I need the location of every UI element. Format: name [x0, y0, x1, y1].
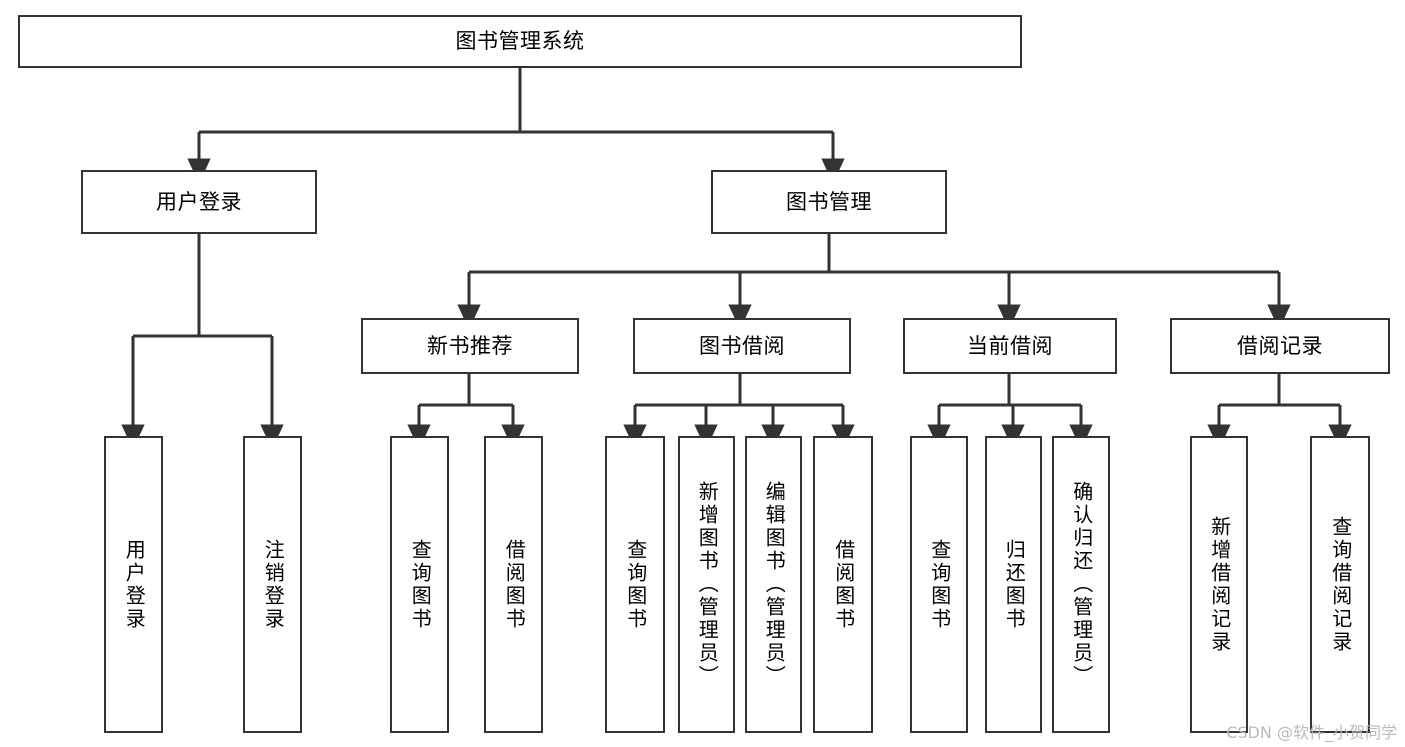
leaf-records-query-record-label: 查询借阅记录	[1328, 515, 1353, 654]
leaf-user-login-login[interactable]: 用户登录	[104, 436, 163, 733]
leaf-new-book-query-label: 查询图书	[408, 538, 433, 631]
leaf-records-add-record[interactable]: 新增借阅记录	[1190, 436, 1248, 733]
leaf-current-confirm-return[interactable]: 确认归还（管理员）	[1052, 436, 1110, 733]
leaf-current-confirm-return-label: 确认归还（管理员）	[1069, 481, 1094, 688]
leaf-borrow-add-book-label: 新增图书（管理员）	[695, 481, 720, 688]
node-new-book-recommend[interactable]: 新书推荐	[361, 318, 579, 374]
node-new-book-recommend-label: 新书推荐	[427, 333, 513, 358]
leaf-borrow-query-book-label: 查询图书	[623, 538, 648, 631]
leaf-new-book-query[interactable]: 查询图书	[390, 436, 449, 733]
leaf-current-return-book[interactable]: 归还图书	[985, 436, 1042, 733]
node-root-system-label: 图书管理系统	[455, 29, 585, 54]
leaf-borrow-edit-book-label: 编辑图书（管理员）	[762, 481, 787, 688]
node-book-borrow-label: 图书借阅	[699, 333, 785, 358]
leaf-borrow-borrow-book-label: 借阅图书	[831, 538, 856, 631]
leaf-borrow-add-book[interactable]: 新增图书（管理员）	[678, 436, 735, 733]
leaf-borrow-query-book[interactable]: 查询图书	[605, 436, 665, 733]
node-user-login-label: 用户登录	[156, 189, 242, 214]
node-root-system[interactable]: 图书管理系统	[18, 15, 1022, 68]
leaf-borrow-edit-book[interactable]: 编辑图书（管理员）	[745, 436, 802, 733]
leaf-current-query-book-label: 查询图书	[927, 538, 952, 631]
node-current-borrow-label: 当前借阅	[967, 333, 1053, 358]
node-book-management[interactable]: 图书管理	[711, 170, 947, 234]
leaf-user-login-logout-label: 注销登录	[261, 538, 286, 631]
node-book-management-label: 图书管理	[786, 189, 872, 214]
leaf-current-return-book-label: 归还图书	[1002, 538, 1027, 631]
node-current-borrow[interactable]: 当前借阅	[903, 318, 1117, 374]
leaf-new-book-borrow-label: 借阅图书	[502, 538, 527, 631]
node-borrow-records[interactable]: 借阅记录	[1170, 318, 1390, 374]
csdn-watermark: CSDN @软件_小贺同学	[1226, 723, 1397, 742]
node-borrow-records-label: 借阅记录	[1237, 333, 1323, 358]
leaf-borrow-borrow-book[interactable]: 借阅图书	[813, 436, 873, 733]
leaf-user-login-logout[interactable]: 注销登录	[243, 436, 302, 733]
leaf-user-login-login-label: 用户登录	[122, 538, 147, 631]
node-book-borrow[interactable]: 图书借阅	[633, 318, 851, 374]
leaf-current-query-book[interactable]: 查询图书	[910, 436, 968, 733]
leaf-new-book-borrow[interactable]: 借阅图书	[484, 436, 543, 733]
leaf-records-query-record[interactable]: 查询借阅记录	[1310, 436, 1370, 733]
node-user-login[interactable]: 用户登录	[81, 170, 317, 234]
leaf-records-add-record-label: 新增借阅记录	[1207, 515, 1232, 654]
